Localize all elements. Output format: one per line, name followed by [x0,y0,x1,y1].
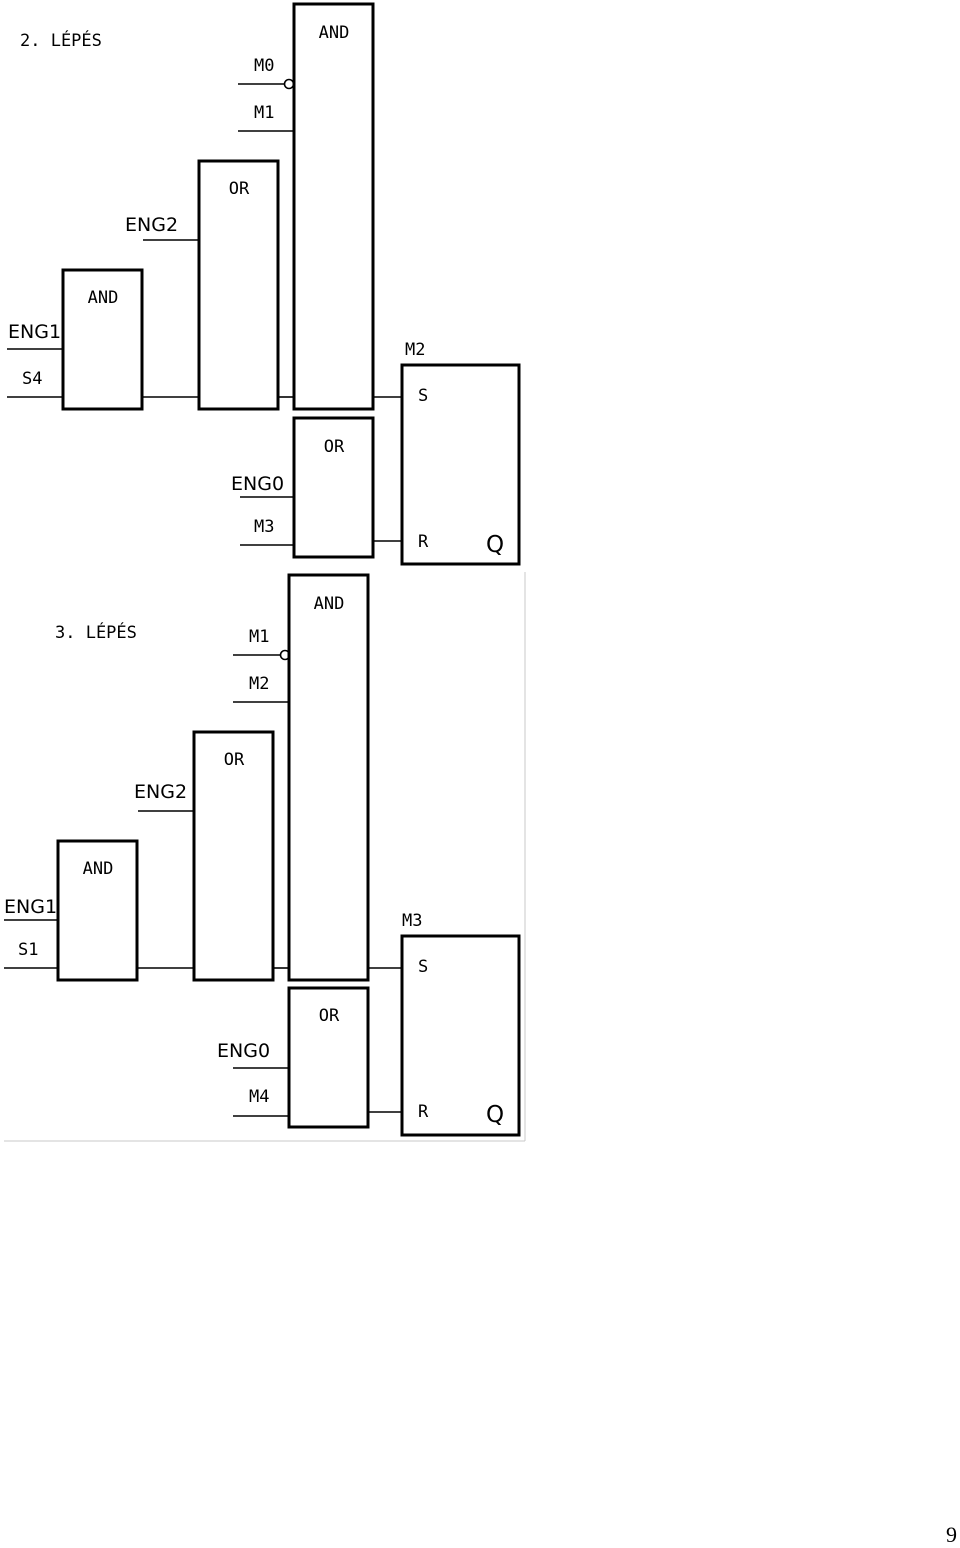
input-label: S1 [18,940,38,960]
input-label: M4 [249,1087,269,1107]
input-label: ENG1 [8,321,61,343]
step-3-diagram: 3. LÉPÉS AND OR AND OR S R Q M1 M2 ENG2 … [4,573,521,1137]
sr-flipflop [400,934,521,1137]
and-gate-main [292,2,375,411]
reset-label: R [418,1102,429,1122]
input-label: ENG2 [125,214,178,236]
output-label: Q [486,532,504,558]
sr-flipflop [400,363,521,566]
input-label: M1 [254,103,274,123]
or-gate-mid [197,159,280,411]
gate-label: AND [319,23,350,43]
and-gate-left [56,839,139,982]
gate-label: OR [324,437,345,457]
input-label: ENG0 [231,473,284,495]
gate-label: AND [88,288,119,308]
input-label: ENG0 [217,1040,270,1062]
input-label: M2 [249,674,269,694]
output-label: Q [486,1102,504,1128]
reset-label: R [418,532,429,552]
input-label: ENG1 [4,896,57,918]
set-label: S [418,386,428,406]
gate-label: OR [319,1006,340,1026]
step-2-diagram: 2. LÉPÉS AND OR AND OR S R Q M0 M1 ENG2 … [7,2,521,566]
step-3-title: 3. LÉPÉS [55,621,137,643]
negation-bubble [283,78,295,90]
gate-label: AND [314,594,345,614]
flipflop-name: M2 [405,340,425,360]
gate-label: AND [83,859,114,879]
input-label: M3 [254,517,274,537]
step-2-title: 2. LÉPÉS [20,29,102,51]
page-number: 9 [946,1522,957,1547]
or-gate-mid [192,730,275,982]
and-gate-left [61,268,144,411]
input-label: M0 [254,56,274,76]
flipflop-name: M3 [402,911,422,931]
set-label: S [418,957,428,977]
gate-label: OR [224,750,245,770]
or-gate-bottom [292,416,375,559]
input-label: S4 [22,369,42,389]
input-label: ENG2 [134,781,187,803]
gate-label: OR [229,179,250,199]
input-label: M1 [249,627,269,647]
or-gate-bottom [287,986,370,1129]
and-gate-main [287,573,370,982]
